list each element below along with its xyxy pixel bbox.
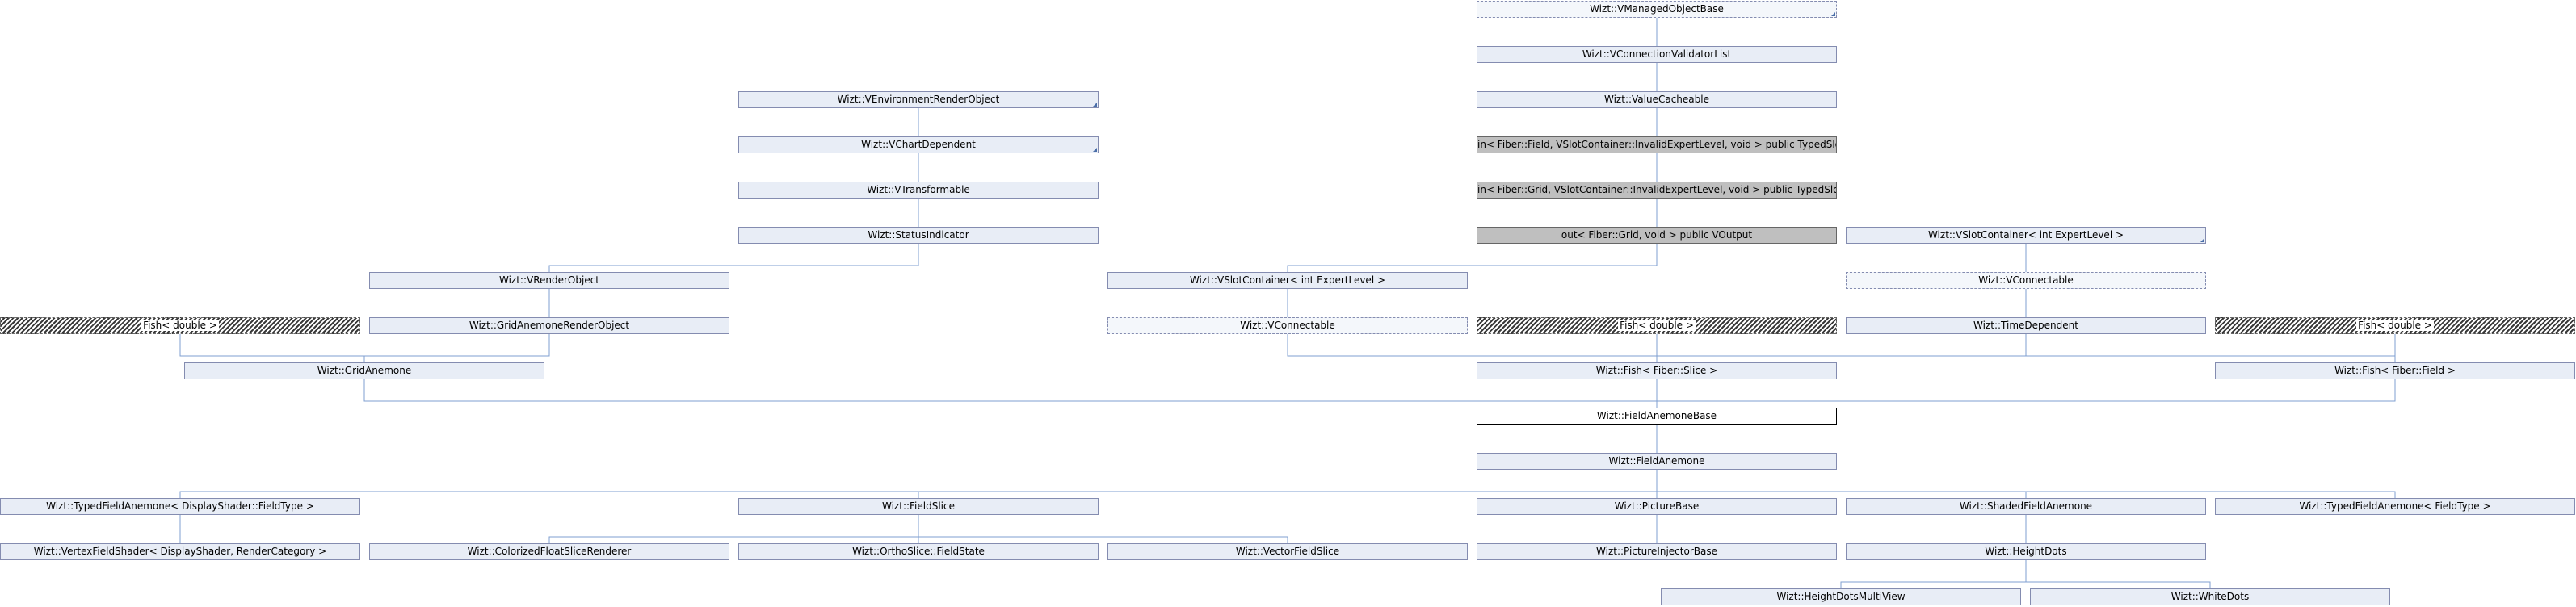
class-node-vconnectable-right[interactable]: Wizt::VConnectable	[1846, 272, 2206, 289]
class-node-vslotcontainer-right[interactable]: Wizt::VSlotContainer< int ExpertLevel >	[1846, 227, 2206, 244]
class-node-in-field-typedslot: in< Fiber::Field, VSlotContainer::Invali…	[1477, 136, 1837, 153]
inheritance-edge	[1287, 244, 1658, 272]
inheritance-edge	[363, 334, 550, 362]
class-node-heightdots[interactable]: Wizt::HeightDots	[1846, 543, 2206, 560]
class-node-in-grid-typedslot: in< Fiber::Grid, VSlotContainer::Invalid…	[1477, 182, 1837, 199]
class-node-vectorfieldslice[interactable]: Wizt::VectorFieldSlice	[1107, 543, 1468, 560]
class-node-fieldanemonebase: Wizt::FieldAnemoneBase	[1477, 408, 1837, 425]
inheritance-edge	[918, 470, 1658, 498]
class-node-fish-double-middle: Fish< double >	[1477, 317, 1837, 334]
class-node-out-grid-voutput: out< Fiber::Grid, void > public VOutput	[1477, 227, 1837, 244]
inheritance-edge	[1656, 379, 2396, 408]
fish-double-label: Fish< double >	[2356, 320, 2434, 331]
class-node-vmanagedobjectbase[interactable]: Wizt::VManagedObjectBase	[1477, 1, 1837, 18]
class-node-fish-double-right: Fish< double >	[2215, 317, 2575, 334]
fish-double-label: Fish< double >	[1618, 320, 1696, 331]
class-node-gridanemone[interactable]: Wizt::GridAnemone	[184, 362, 544, 379]
inheritance-edge	[1840, 560, 2027, 588]
class-node-vconnectionvalidatorlist[interactable]: Wizt::VConnectionValidatorList	[1477, 46, 1837, 63]
class-node-fieldslice[interactable]: Wizt::FieldSlice	[738, 498, 1099, 515]
class-node-gridanemonerenderobject[interactable]: Wizt::GridAnemoneRenderObject	[369, 317, 729, 334]
fish-double-label: Fish< double >	[141, 320, 219, 331]
inheritance-edge	[1287, 334, 1658, 362]
class-node-vrenderobject[interactable]: Wizt::VRenderObject	[369, 272, 729, 289]
class-node-valuecacheable[interactable]: Wizt::ValueCacheable	[1477, 91, 1837, 108]
inheritance-edge	[918, 515, 1288, 543]
class-node-venvironmentrenderobject[interactable]: Wizt::VEnvironmentRenderObject	[738, 91, 1099, 108]
class-node-fieldanemone[interactable]: Wizt::FieldAnemone	[1477, 453, 1837, 470]
class-node-pictureinjectorbase[interactable]: Wizt::PictureInjectorBase	[1477, 543, 1837, 560]
class-node-fish-double-left: Fish< double >	[0, 317, 360, 334]
inheritance-edge	[363, 379, 1658, 408]
inheritance-edge	[1656, 470, 2027, 498]
inheritance-edge	[548, 244, 919, 272]
inheritance-edge	[1287, 153, 1658, 272]
class-node-heightdotsmultiview[interactable]: Wizt::HeightDotsMultiView	[1661, 588, 2021, 605]
class-node-vertexfieldshader[interactable]: Wizt::VertexFieldShader< DisplayShader, …	[0, 543, 360, 560]
inheritance-edge	[548, 515, 919, 543]
class-node-orthoslice-fieldstate[interactable]: Wizt::OrthoSlice::FieldState	[738, 543, 1099, 560]
class-node-shadedfieldanemone[interactable]: Wizt::ShadedFieldAnemone	[1846, 498, 2206, 515]
inheritance-edge	[2025, 560, 2211, 588]
class-node-whitedots[interactable]: Wizt::WhiteDots	[2030, 588, 2390, 605]
class-node-vconnectable-left[interactable]: Wizt::VConnectable	[1107, 317, 1468, 334]
class-node-statusindicator[interactable]: Wizt::StatusIndicator	[738, 227, 1099, 244]
class-node-colorizedfloatslicerenderer[interactable]: Wizt::ColorizedFloatSliceRenderer	[369, 543, 729, 560]
class-node-timedependent[interactable]: Wizt::TimeDependent	[1846, 317, 2206, 334]
class-node-vchartdependent[interactable]: Wizt::VChartDependent	[738, 136, 1099, 153]
inheritance-edge	[2025, 334, 2396, 362]
class-node-vtransformable[interactable]: Wizt::VTransformable	[738, 182, 1099, 199]
class-node-fish-field[interactable]: Wizt::Fish< Fiber::Field >	[2215, 362, 2575, 379]
class-node-typedfieldanemone-displayshader[interactable]: Wizt::TypedFieldAnemone< DisplayShader::…	[0, 498, 360, 515]
class-node-typedfieldanemone-fieldtype[interactable]: Wizt::TypedFieldAnemone< FieldType >	[2215, 498, 2575, 515]
class-node-vslotcontainer-left[interactable]: Wizt::VSlotContainer< int ExpertLevel >	[1107, 272, 1468, 289]
inheritance-edge	[548, 153, 919, 272]
inheritance-edge	[1656, 334, 2027, 362]
inheritance-edge	[179, 334, 365, 362]
class-node-fish-slice[interactable]: Wizt::Fish< Fiber::Slice >	[1477, 362, 1837, 379]
class-node-picturebase[interactable]: Wizt::PictureBase	[1477, 498, 1837, 515]
inheritance-edge	[1656, 470, 2396, 498]
